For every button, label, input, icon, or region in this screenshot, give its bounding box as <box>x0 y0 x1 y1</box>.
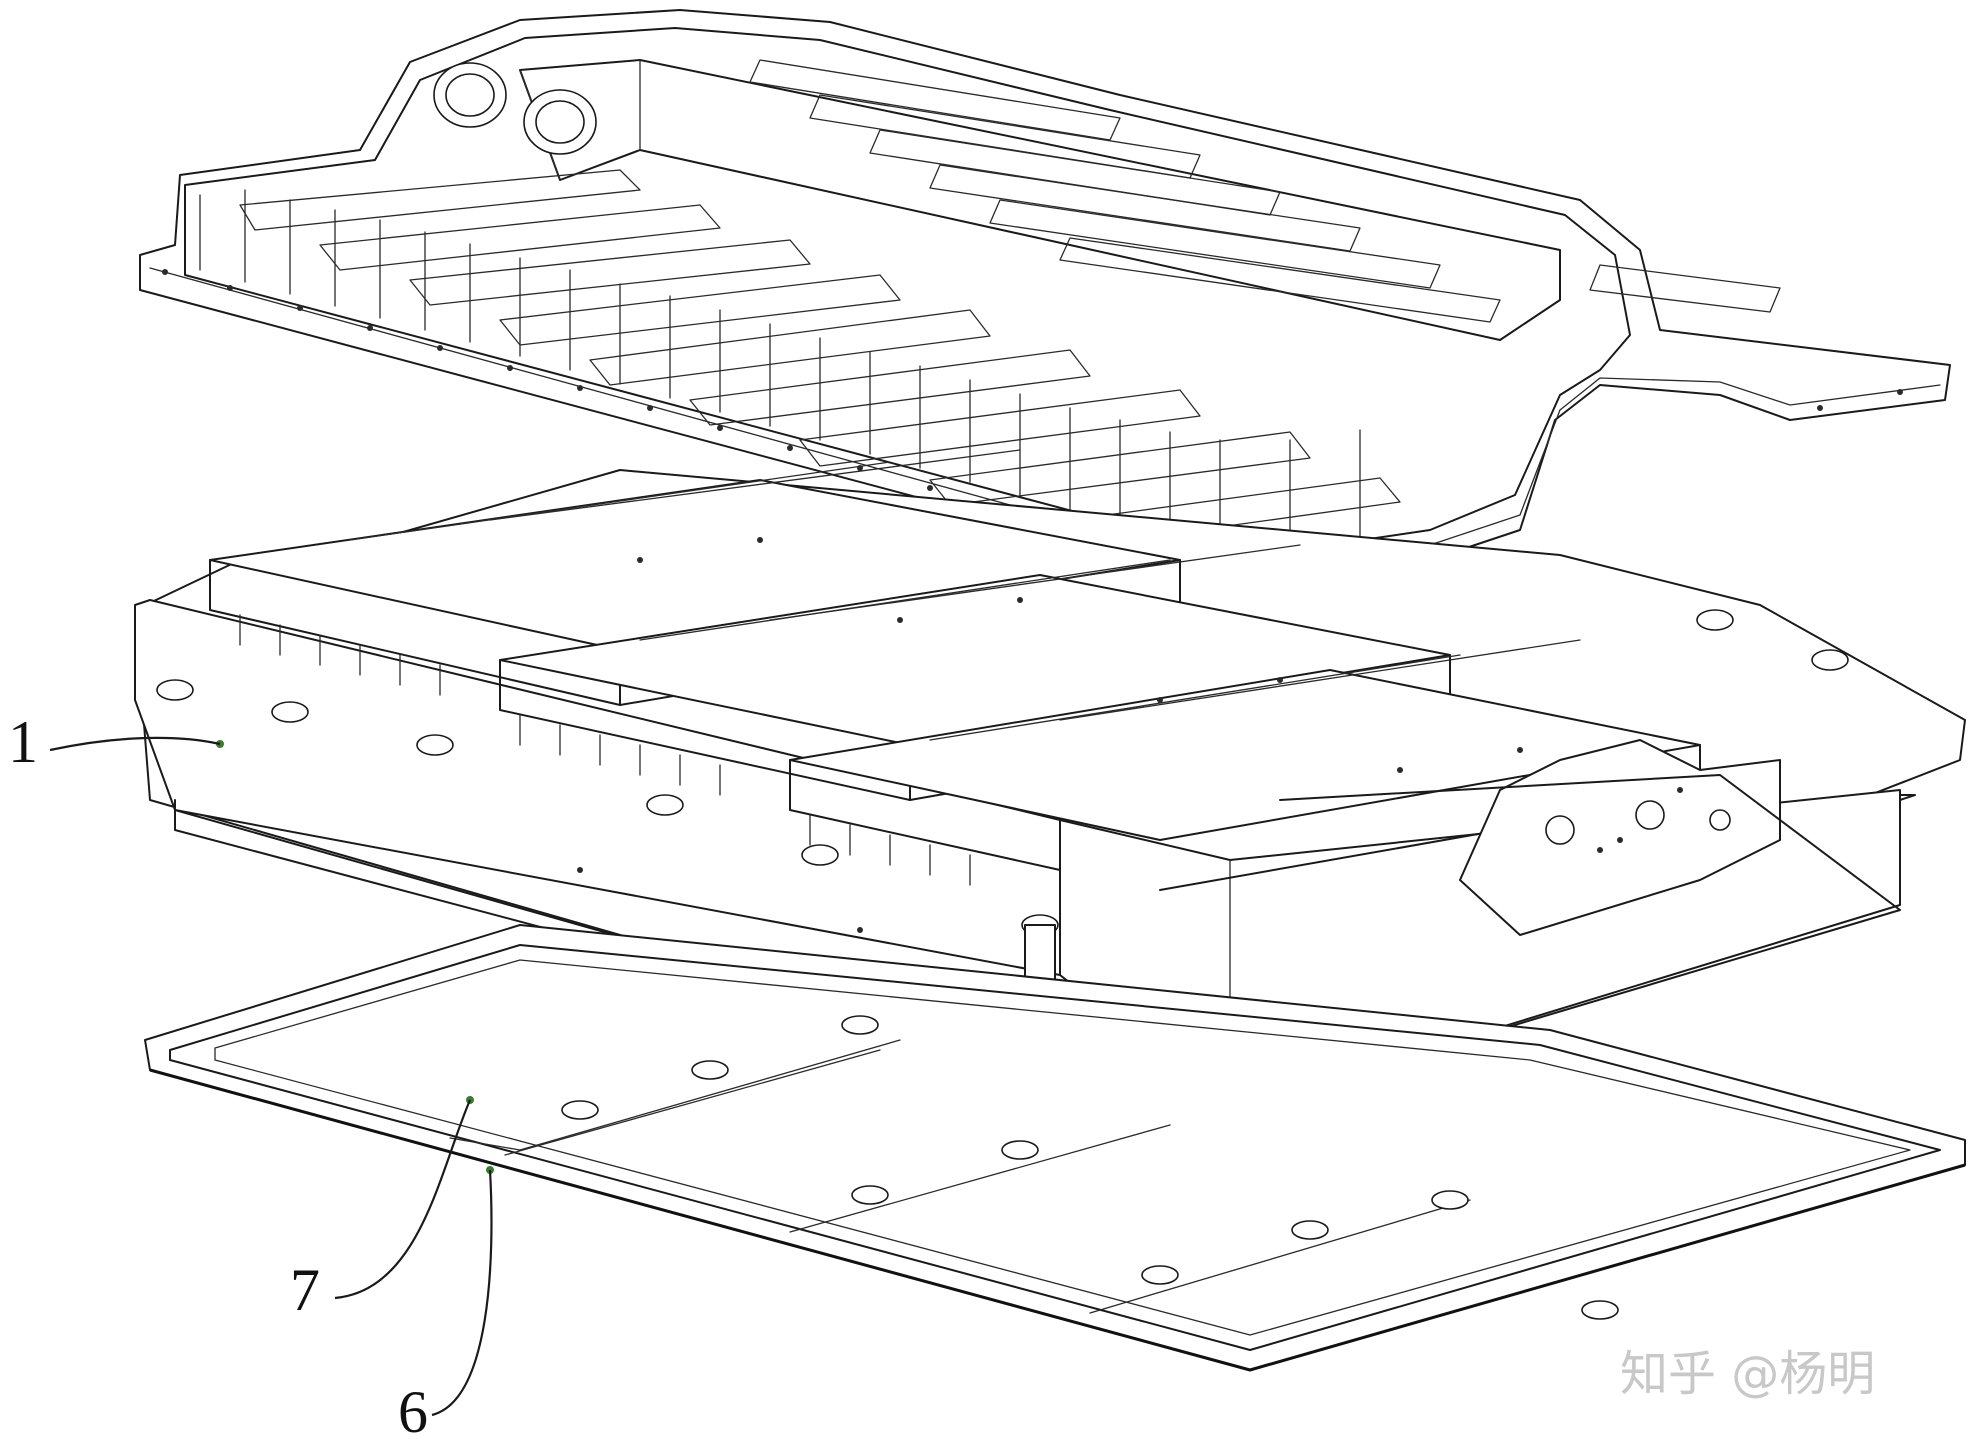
cover-ribs-right <box>749 59 1781 323</box>
lower-tray <box>144 924 1966 1372</box>
connector-port-left <box>433 62 507 128</box>
module-top-holes <box>577 537 1523 933</box>
leader-line-6 <box>431 1169 493 1417</box>
reference-numeral-7: 7 <box>290 1257 320 1323</box>
upper-cover <box>139 9 1951 581</box>
reference-numeral-6: 6 <box>398 1379 428 1445</box>
electrical-interface-panel <box>1459 739 1781 936</box>
tray-panel-seams <box>449 1039 1471 1314</box>
battery-modules <box>209 449 1701 891</box>
leader-line-7 <box>334 1099 472 1300</box>
reference-numeral-1: 1 <box>8 709 38 775</box>
tray-bolts <box>561 1015 1619 1320</box>
battery-module-assembly <box>134 449 1966 1111</box>
leader-line-1 <box>49 736 221 752</box>
watermark: 知乎 @杨明 <box>1620 1346 1876 1402</box>
connector-port-right <box>523 89 597 155</box>
